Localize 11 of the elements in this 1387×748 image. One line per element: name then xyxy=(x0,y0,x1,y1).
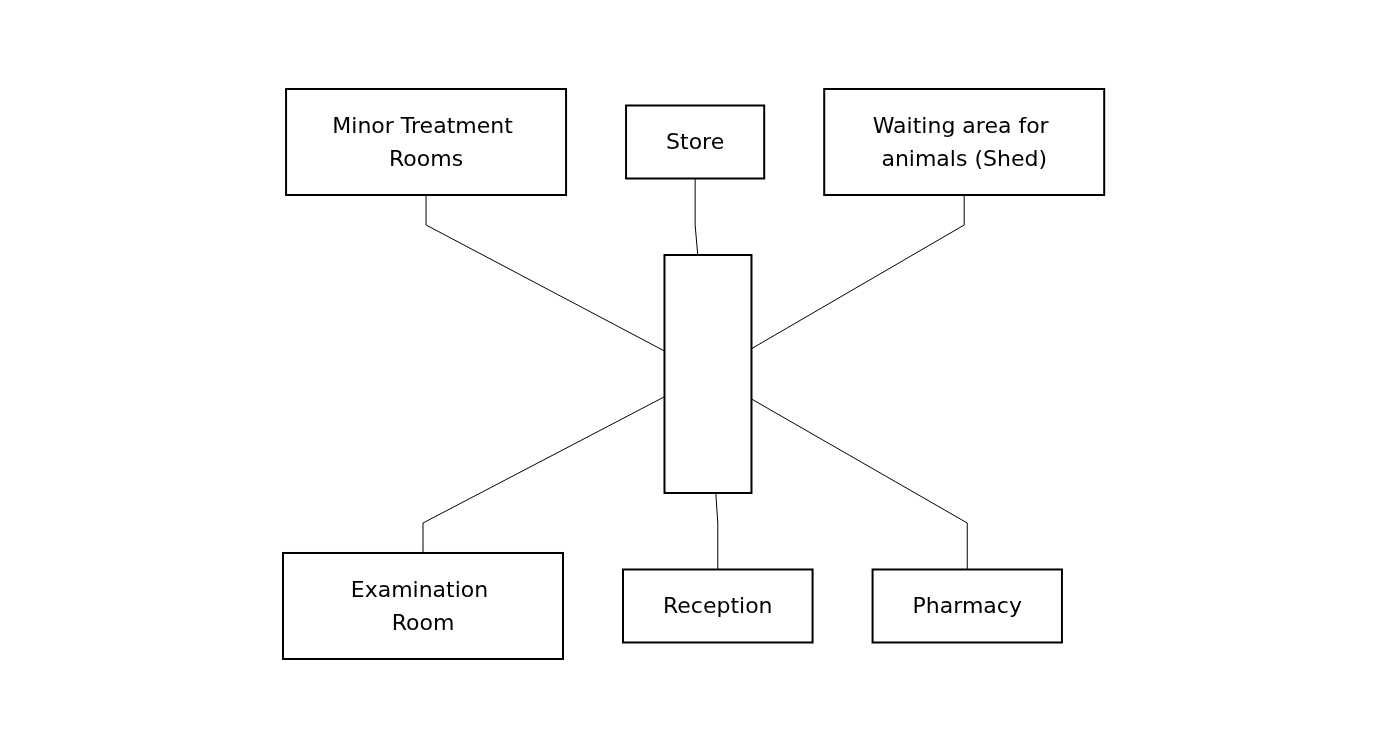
node-box: Reception xyxy=(621,568,814,644)
connector xyxy=(715,492,719,570)
connector xyxy=(422,396,665,554)
connector xyxy=(425,194,665,352)
node-box: Store xyxy=(624,104,766,180)
node-box: Pharmacy xyxy=(871,568,1063,644)
connector xyxy=(694,178,699,256)
node-box xyxy=(663,254,753,494)
node-box: Examination Room xyxy=(281,552,564,660)
node-box: Waiting area for animals (Shed) xyxy=(823,88,1106,196)
node-box: Minor Treatment Rooms xyxy=(284,88,567,196)
